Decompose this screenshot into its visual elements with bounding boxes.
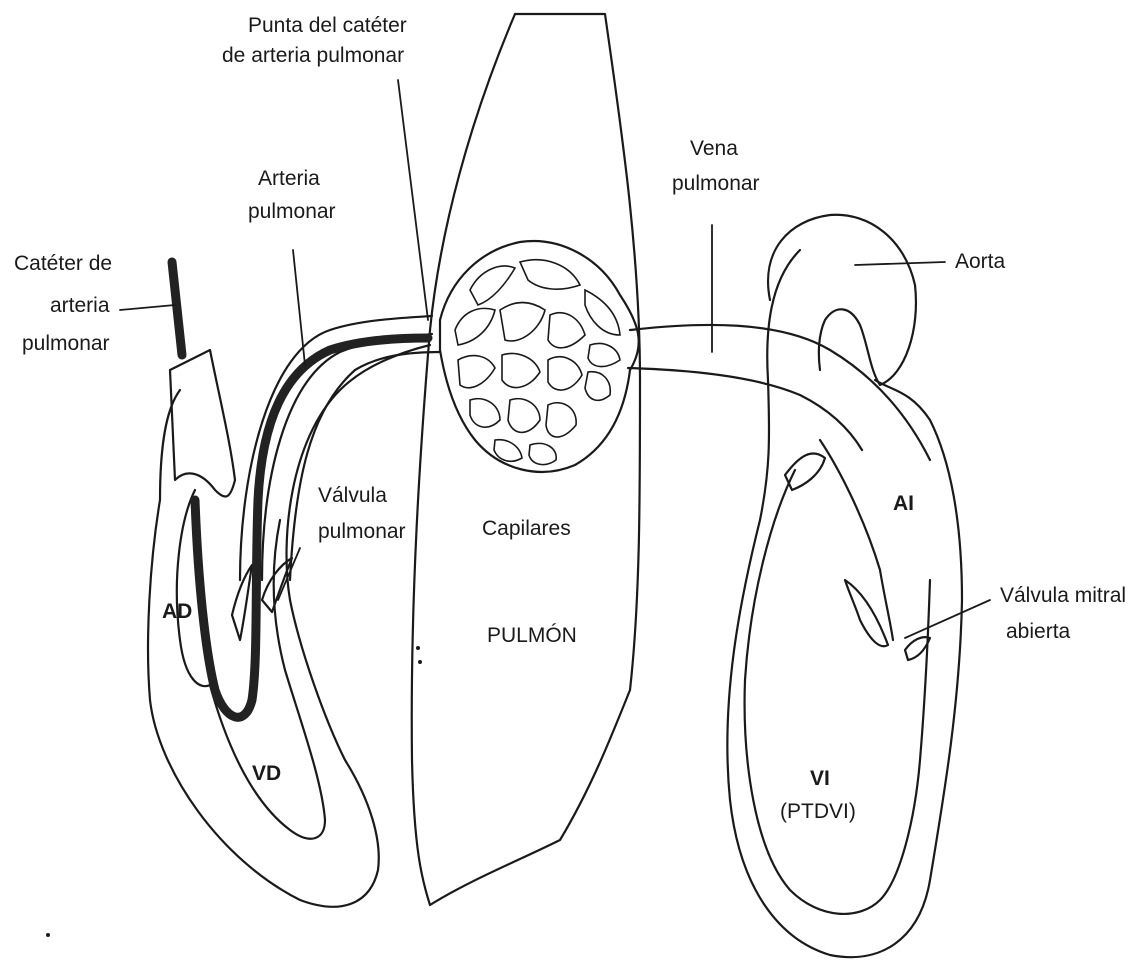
leader-pulmonary-artery — [293, 250, 305, 365]
corner-mark — [46, 933, 50, 937]
left-atrium-septum — [785, 453, 825, 490]
leader-catheter-tip — [398, 80, 428, 320]
label-pulmonary-valve-2: pulmonar — [318, 520, 406, 543]
label-pulmonary-artery-2: pulmonar — [248, 200, 336, 223]
label-pulmonary-vein-2: pulmonar — [672, 172, 760, 195]
label-catheter-3: pulmonar — [22, 332, 110, 355]
pulmonary-artery-wall-bottom — [290, 352, 440, 580]
mitral-valve-leaflet-left — [845, 580, 888, 646]
leader-catheter — [120, 305, 175, 310]
label-catheter-tip-2: de arteria pulmonar — [222, 44, 404, 67]
left-heart-inner — [745, 470, 930, 914]
label-pulmonary-artery-1: Arteria — [258, 167, 320, 190]
pulmonary-vein-wall-top — [630, 325, 930, 460]
label-catheter-1: Catéter de — [14, 252, 112, 275]
label-catheter-tip-1: Punta del catéter — [248, 14, 407, 37]
label-lvedp: (PTDVI) — [780, 800, 856, 823]
label-pulmonary-vein-1: Vena — [690, 137, 738, 160]
label-right-ventricle: VD — [252, 762, 281, 785]
label-pulmonary-valve-1: Válvula — [318, 484, 387, 507]
label-left-atrium: AI — [893, 492, 914, 515]
right-heart-outline — [148, 345, 430, 907]
label-mitral-valve-1: Válvula mitral — [1000, 584, 1126, 607]
pulmonary-vein-wall-bottom — [628, 368, 862, 450]
catheter-line — [172, 262, 182, 355]
left-heart-outline — [727, 250, 962, 957]
right-atrium-top — [170, 350, 235, 497]
leader-aorta — [855, 262, 945, 265]
label-right-atrium: AD — [162, 600, 192, 623]
label-lung: PULMÓN — [487, 624, 577, 647]
label-left-ventricle: VI — [810, 767, 830, 790]
label-aorta: Aorta — [955, 250, 1006, 273]
lung-dot-1 — [416, 646, 420, 650]
label-mitral-valve-2: abierta — [1006, 620, 1071, 643]
label-capillaries: Capilares — [482, 517, 571, 540]
leader-mitral-valve — [905, 600, 990, 638]
lung-dot-2 — [418, 660, 422, 664]
aorta-outline — [768, 215, 916, 385]
pulmonary-valve-leaflet-left — [232, 565, 252, 640]
label-catheter-2: arteria — [50, 294, 110, 317]
